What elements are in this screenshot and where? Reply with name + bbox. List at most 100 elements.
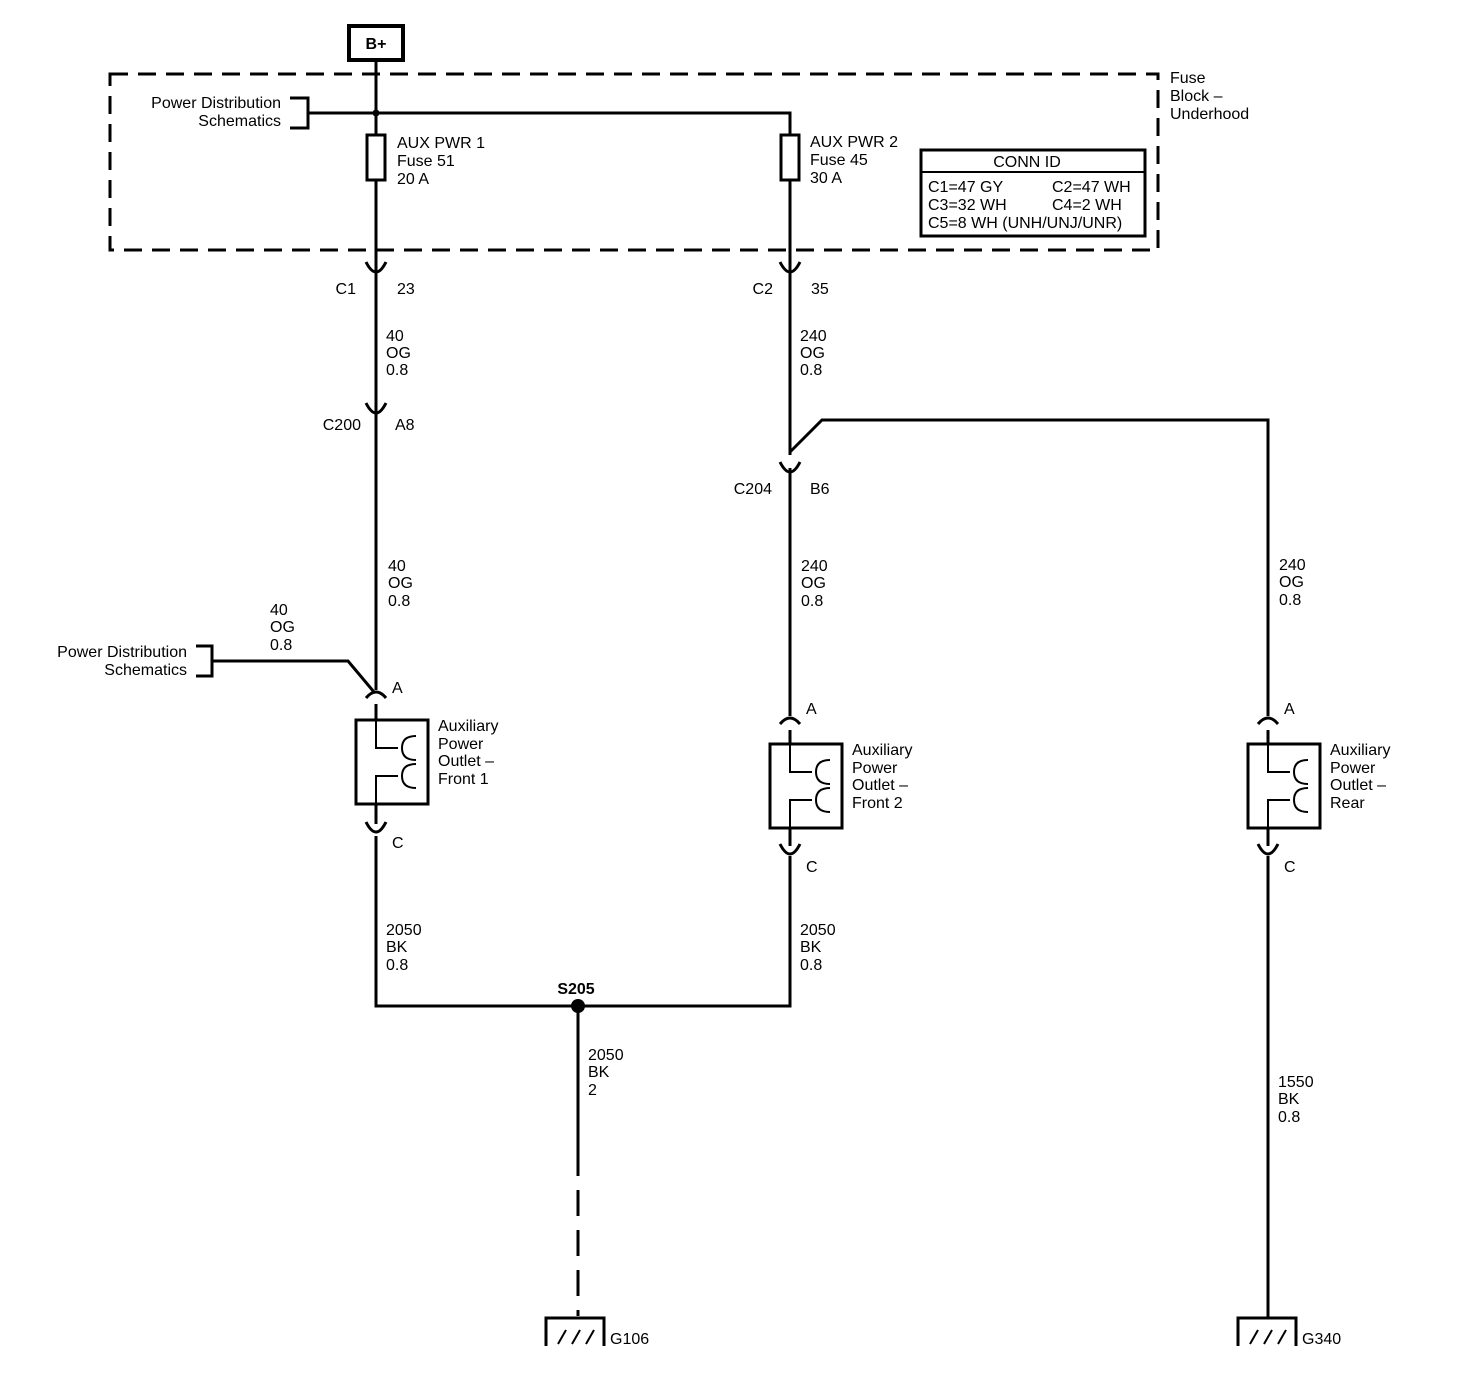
svg-text:0.8: 0.8 — [800, 362, 822, 379]
ground-g106-icon: G106 — [544, 1316, 649, 1348]
svg-text:A: A — [806, 701, 817, 718]
svg-text:A: A — [1284, 701, 1295, 718]
svg-text:G106: G106 — [610, 1331, 649, 1348]
svg-text:Fuse 45: Fuse 45 — [810, 152, 868, 169]
svg-text:20 A: 20 A — [397, 171, 429, 188]
svg-text:A8: A8 — [395, 417, 415, 434]
svg-text:C1=47 GY: C1=47 GY — [928, 179, 1003, 196]
svg-text:2: 2 — [588, 1082, 597, 1099]
svg-text:0.8: 0.8 — [801, 593, 823, 610]
fuse-51-label: AUX PWR 1 Fuse 51 20 A — [397, 135, 485, 188]
svg-text:Power: Power — [438, 736, 484, 753]
fuse-45-label: AUX PWR 2 Fuse 45 30 A — [810, 134, 898, 187]
svg-text:A: A — [392, 680, 403, 697]
svg-text:OG: OG — [801, 575, 826, 592]
svg-text:0.8: 0.8 — [386, 362, 408, 379]
svg-text:30 A: 30 A — [810, 170, 842, 187]
svg-text:C200: C200 — [323, 417, 361, 434]
outlet-rear: A C Auxiliary Power Outlet – Rear — [1246, 701, 1390, 876]
svg-text:40: 40 — [270, 602, 288, 619]
svg-text:35: 35 — [811, 281, 829, 298]
svg-text:G340: G340 — [1302, 1331, 1341, 1348]
svg-text:Block –: Block – — [1170, 88, 1223, 105]
wire-label-w7: 2050 BK 0.8 — [386, 922, 422, 974]
wire-label-w5: 240 OG 0.8 — [1279, 557, 1306, 609]
svg-text:C: C — [392, 835, 404, 852]
svg-text:40: 40 — [388, 558, 406, 575]
outlet-front2: A C Auxiliary Power Outlet – Front 2 — [768, 701, 912, 876]
fuse-block-label: Fuse Block – Underhood — [1170, 70, 1249, 123]
wire-label-w3: 40 OG 0.8 — [388, 558, 413, 610]
svg-text:BK: BK — [588, 1064, 610, 1081]
wire-label-w6: 40 OG 0.8 — [270, 602, 295, 654]
svg-text:Outlet –: Outlet – — [438, 753, 494, 770]
svg-text:BK: BK — [800, 939, 822, 956]
svg-text:B6: B6 — [810, 481, 830, 498]
svg-text:Schematics: Schematics — [198, 113, 281, 130]
connector-c204: C204 B6 — [734, 461, 830, 498]
svg-text:AUX PWR 1: AUX PWR 1 — [397, 135, 485, 152]
svg-text:Fuse: Fuse — [1170, 70, 1206, 87]
wire-label-w9: 2050 BK 2 — [588, 1047, 624, 1099]
conn-id-title: CONN ID — [993, 154, 1061, 171]
svg-text:0.8: 0.8 — [1278, 1109, 1300, 1126]
fuse-bus-wire — [376, 111, 792, 135]
svg-text:C: C — [806, 859, 818, 876]
wire-label-w4: 240 OG 0.8 — [801, 558, 828, 610]
svg-text:0.8: 0.8 — [386, 957, 408, 974]
svg-text:C: C — [1284, 859, 1296, 876]
fuse-45-symbol — [779, 133, 801, 182]
wire-label-w2: 240 OG 0.8 — [800, 328, 827, 379]
svg-text:240: 240 — [1279, 557, 1306, 574]
svg-text:BK: BK — [1278, 1091, 1300, 1108]
wire-label-w8: 2050 BK 0.8 — [800, 922, 836, 974]
conn-id-table: CONN ID C1=47 GY C2=47 WH C3=32 WH C4=2 … — [919, 148, 1147, 238]
svg-text:C1: C1 — [336, 281, 357, 298]
svg-text:2050: 2050 — [588, 1047, 624, 1064]
svg-text:Underhood: Underhood — [1170, 106, 1249, 123]
svg-text:240: 240 — [800, 328, 827, 345]
svg-text:OG: OG — [270, 619, 295, 636]
connector-c200: C200 A8 — [323, 402, 415, 434]
svg-text:Auxiliary: Auxiliary — [438, 718, 498, 735]
svg-text:C2: C2 — [753, 281, 774, 298]
wire-branch-to-rear-outlet — [788, 418, 1270, 716]
svg-text:Power: Power — [1330, 760, 1376, 777]
fuse-block-outline — [108, 72, 1160, 252]
ground-g340-icon: G340 — [1236, 1316, 1341, 1348]
svg-text:Power Distribution: Power Distribution — [151, 95, 281, 112]
svg-text:Schematics: Schematics — [104, 662, 187, 679]
svg-text:C204: C204 — [734, 481, 772, 498]
battery-label: B+ — [366, 36, 387, 53]
wire-label-w10: 1550 BK 0.8 — [1278, 1074, 1314, 1126]
connector-c1: C1 23 — [336, 261, 415, 298]
svg-text:1550: 1550 — [1278, 1074, 1314, 1091]
svg-text:0.8: 0.8 — [270, 637, 292, 654]
power-distribution-ref-left[interactable]: Power Distribution Schematics — [57, 644, 376, 693]
svg-text:BK: BK — [386, 939, 408, 956]
svg-text:0.8: 0.8 — [388, 593, 410, 610]
svg-text:40: 40 — [386, 328, 404, 345]
outlet-front1: A C Auxiliary Power Outlet – Front 1 — [354, 680, 498, 852]
splice-s205-label: S205 — [557, 981, 594, 998]
wire-label-w1: 40 OG 0.8 — [386, 328, 411, 379]
svg-text:0.8: 0.8 — [800, 957, 822, 974]
svg-text:Outlet –: Outlet – — [1330, 777, 1386, 794]
svg-text:Outlet –: Outlet – — [852, 777, 908, 794]
connector-c2: C2 35 — [753, 261, 829, 298]
svg-text:C4=2 WH: C4=2 WH — [1052, 197, 1122, 214]
svg-text:AUX PWR 2: AUX PWR 2 — [810, 134, 898, 151]
svg-text:Power Distribution: Power Distribution — [57, 644, 187, 661]
svg-text:Auxiliary: Auxiliary — [1330, 742, 1390, 759]
svg-text:OG: OG — [386, 345, 411, 362]
svg-text:240: 240 — [801, 558, 828, 575]
svg-text:Front 2: Front 2 — [852, 795, 903, 812]
svg-text:OG: OG — [800, 345, 825, 362]
power-distribution-ref-top[interactable]: Power Distribution Schematics — [151, 95, 376, 130]
svg-text:C5=8 WH (UNH/UNJ/UNR): C5=8 WH (UNH/UNJ/UNR) — [928, 215, 1122, 232]
svg-text:0.8: 0.8 — [1279, 592, 1301, 609]
svg-text:C2=47 WH: C2=47 WH — [1052, 179, 1131, 196]
svg-text:Front 1: Front 1 — [438, 771, 489, 788]
svg-text:OG: OG — [388, 575, 413, 592]
